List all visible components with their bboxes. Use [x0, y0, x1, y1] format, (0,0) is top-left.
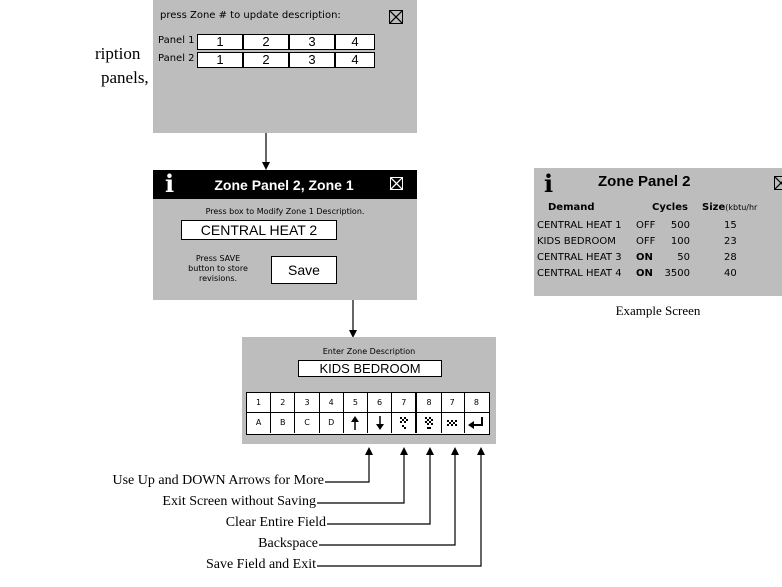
- close-icon: [774, 176, 782, 190]
- row-cycles: 3500: [664, 268, 690, 279]
- callout-save-exit: Save Field and Exit: [205, 557, 316, 572]
- panel-1-zone-1-button[interactable]: 1: [197, 34, 243, 50]
- row-name: CENTRAL HEAT 3: [537, 252, 622, 263]
- panel-1-zone-4-button[interactable]: 4: [335, 34, 375, 50]
- callout-arrows: Use Up and DOWN Arrows for More: [112, 473, 324, 488]
- key-grid: [246, 392, 490, 435]
- keypad-screen: Enter Zone Description KIDS BEDROOM: [242, 337, 496, 444]
- key-7b-button[interactable]: 7: [441, 393, 465, 412]
- body-text-fragment-1: ription: [95, 44, 141, 63]
- key-7-button[interactable]: 7: [392, 393, 417, 412]
- panel-2-zone-4-button[interactable]: 4: [335, 52, 375, 68]
- callout-backspace: Backspace: [258, 536, 318, 551]
- key-d-button[interactable]: D: [320, 413, 344, 433]
- save-hint: Press SAVE button to store revisions.: [188, 254, 248, 283]
- keypad-title: Enter Zone Description: [322, 347, 416, 356]
- row-size: 28: [724, 252, 737, 263]
- key-4-button[interactable]: 4: [320, 393, 344, 412]
- example-screen: i Zone Panel 2 Demand Cycles Size(kbtu/h…: [534, 168, 782, 296]
- panel-2-label: Panel 2: [158, 53, 195, 64]
- zone-select-prompt: press Zone # to update description:: [160, 10, 341, 21]
- example-title: Zone Panel 2: [598, 173, 691, 190]
- scroll-down-icon[interactable]: [368, 413, 393, 433]
- scroll-up-icon[interactable]: [344, 413, 368, 433]
- row-cycles: 100: [670, 236, 690, 247]
- exit-icon[interactable]: [392, 413, 417, 433]
- zone-description-field[interactable]: CENTRAL HEAT 2: [181, 220, 337, 240]
- row-size: 15: [724, 220, 737, 231]
- row-cycles: 50: [677, 252, 690, 263]
- row-size: 23: [724, 236, 737, 247]
- close-icon[interactable]: [390, 177, 403, 190]
- row-name: KIDS BEDROOM: [537, 236, 616, 247]
- panel-1-zone-3-button[interactable]: 3: [289, 34, 335, 50]
- zone-edit-instruction: Press box to Modify Zone 1 Description.: [205, 207, 365, 216]
- key-a-button[interactable]: A: [247, 413, 272, 433]
- row-state: ON: [636, 252, 653, 263]
- col-cycles: Cycles: [652, 202, 688, 213]
- row-state: OFF: [636, 220, 656, 231]
- panel-1-zone-2-button[interactable]: 2: [243, 34, 289, 50]
- row-state: OFF: [636, 236, 656, 247]
- panel-2-zone-1-button[interactable]: 1: [197, 52, 243, 68]
- key-5-button[interactable]: 5: [344, 393, 368, 412]
- close-icon[interactable]: [389, 10, 403, 24]
- info-icon: i: [165, 169, 175, 198]
- key-8-button[interactable]: 8: [416, 393, 442, 412]
- keypad-description-field[interactable]: KIDS BEDROOM: [298, 360, 442, 377]
- save-button[interactable]: Save: [271, 256, 337, 284]
- row-name: CENTRAL HEAT 1: [537, 220, 622, 231]
- zone-edit-screen: i Zone Panel 2, Zone 1 Press box to Modi…: [153, 169, 417, 300]
- col-demand: Demand: [548, 202, 595, 213]
- callout-clear: Clear Entire Field: [225, 515, 326, 530]
- row-name: CENTRAL HEAT 4: [537, 268, 622, 279]
- panel-1-label: Panel 1: [158, 35, 195, 46]
- row-size: 40: [724, 268, 737, 279]
- info-icon: i: [544, 169, 554, 198]
- key-2-button[interactable]: 2: [271, 393, 296, 412]
- key-8b-button[interactable]: 8: [473, 398, 479, 407]
- key-b-button[interactable]: B: [271, 413, 296, 433]
- row-cycles: 500: [670, 220, 690, 231]
- key-6-button[interactable]: 6: [368, 393, 393, 412]
- key-c-button[interactable]: C: [295, 413, 320, 433]
- enter-icon[interactable]: [465, 413, 488, 433]
- key-3-button[interactable]: 3: [295, 393, 320, 412]
- clear-icon[interactable]: [416, 413, 442, 433]
- col-size: Size(kbtu/hr: [702, 202, 758, 213]
- zone-select-screen: press Zone # to update description: Pane…: [153, 0, 417, 133]
- body-text-fragment-2: panels,: [101, 68, 149, 87]
- example-caption: Example Screen: [615, 303, 701, 318]
- key-1-button[interactable]: 1: [247, 393, 272, 412]
- backspace-icon[interactable]: [441, 413, 465, 433]
- row-state: ON: [636, 268, 653, 279]
- callout-exit: Exit Screen without Saving: [162, 494, 316, 509]
- title-bar: i Zone Panel 2, Zone 1: [153, 169, 417, 199]
- zone-edit-title: Zone Panel 2, Zone 1: [214, 177, 354, 193]
- panel-2-zone-2-button[interactable]: 2: [243, 52, 289, 68]
- panel-2-zone-3-button[interactable]: 3: [289, 52, 335, 68]
